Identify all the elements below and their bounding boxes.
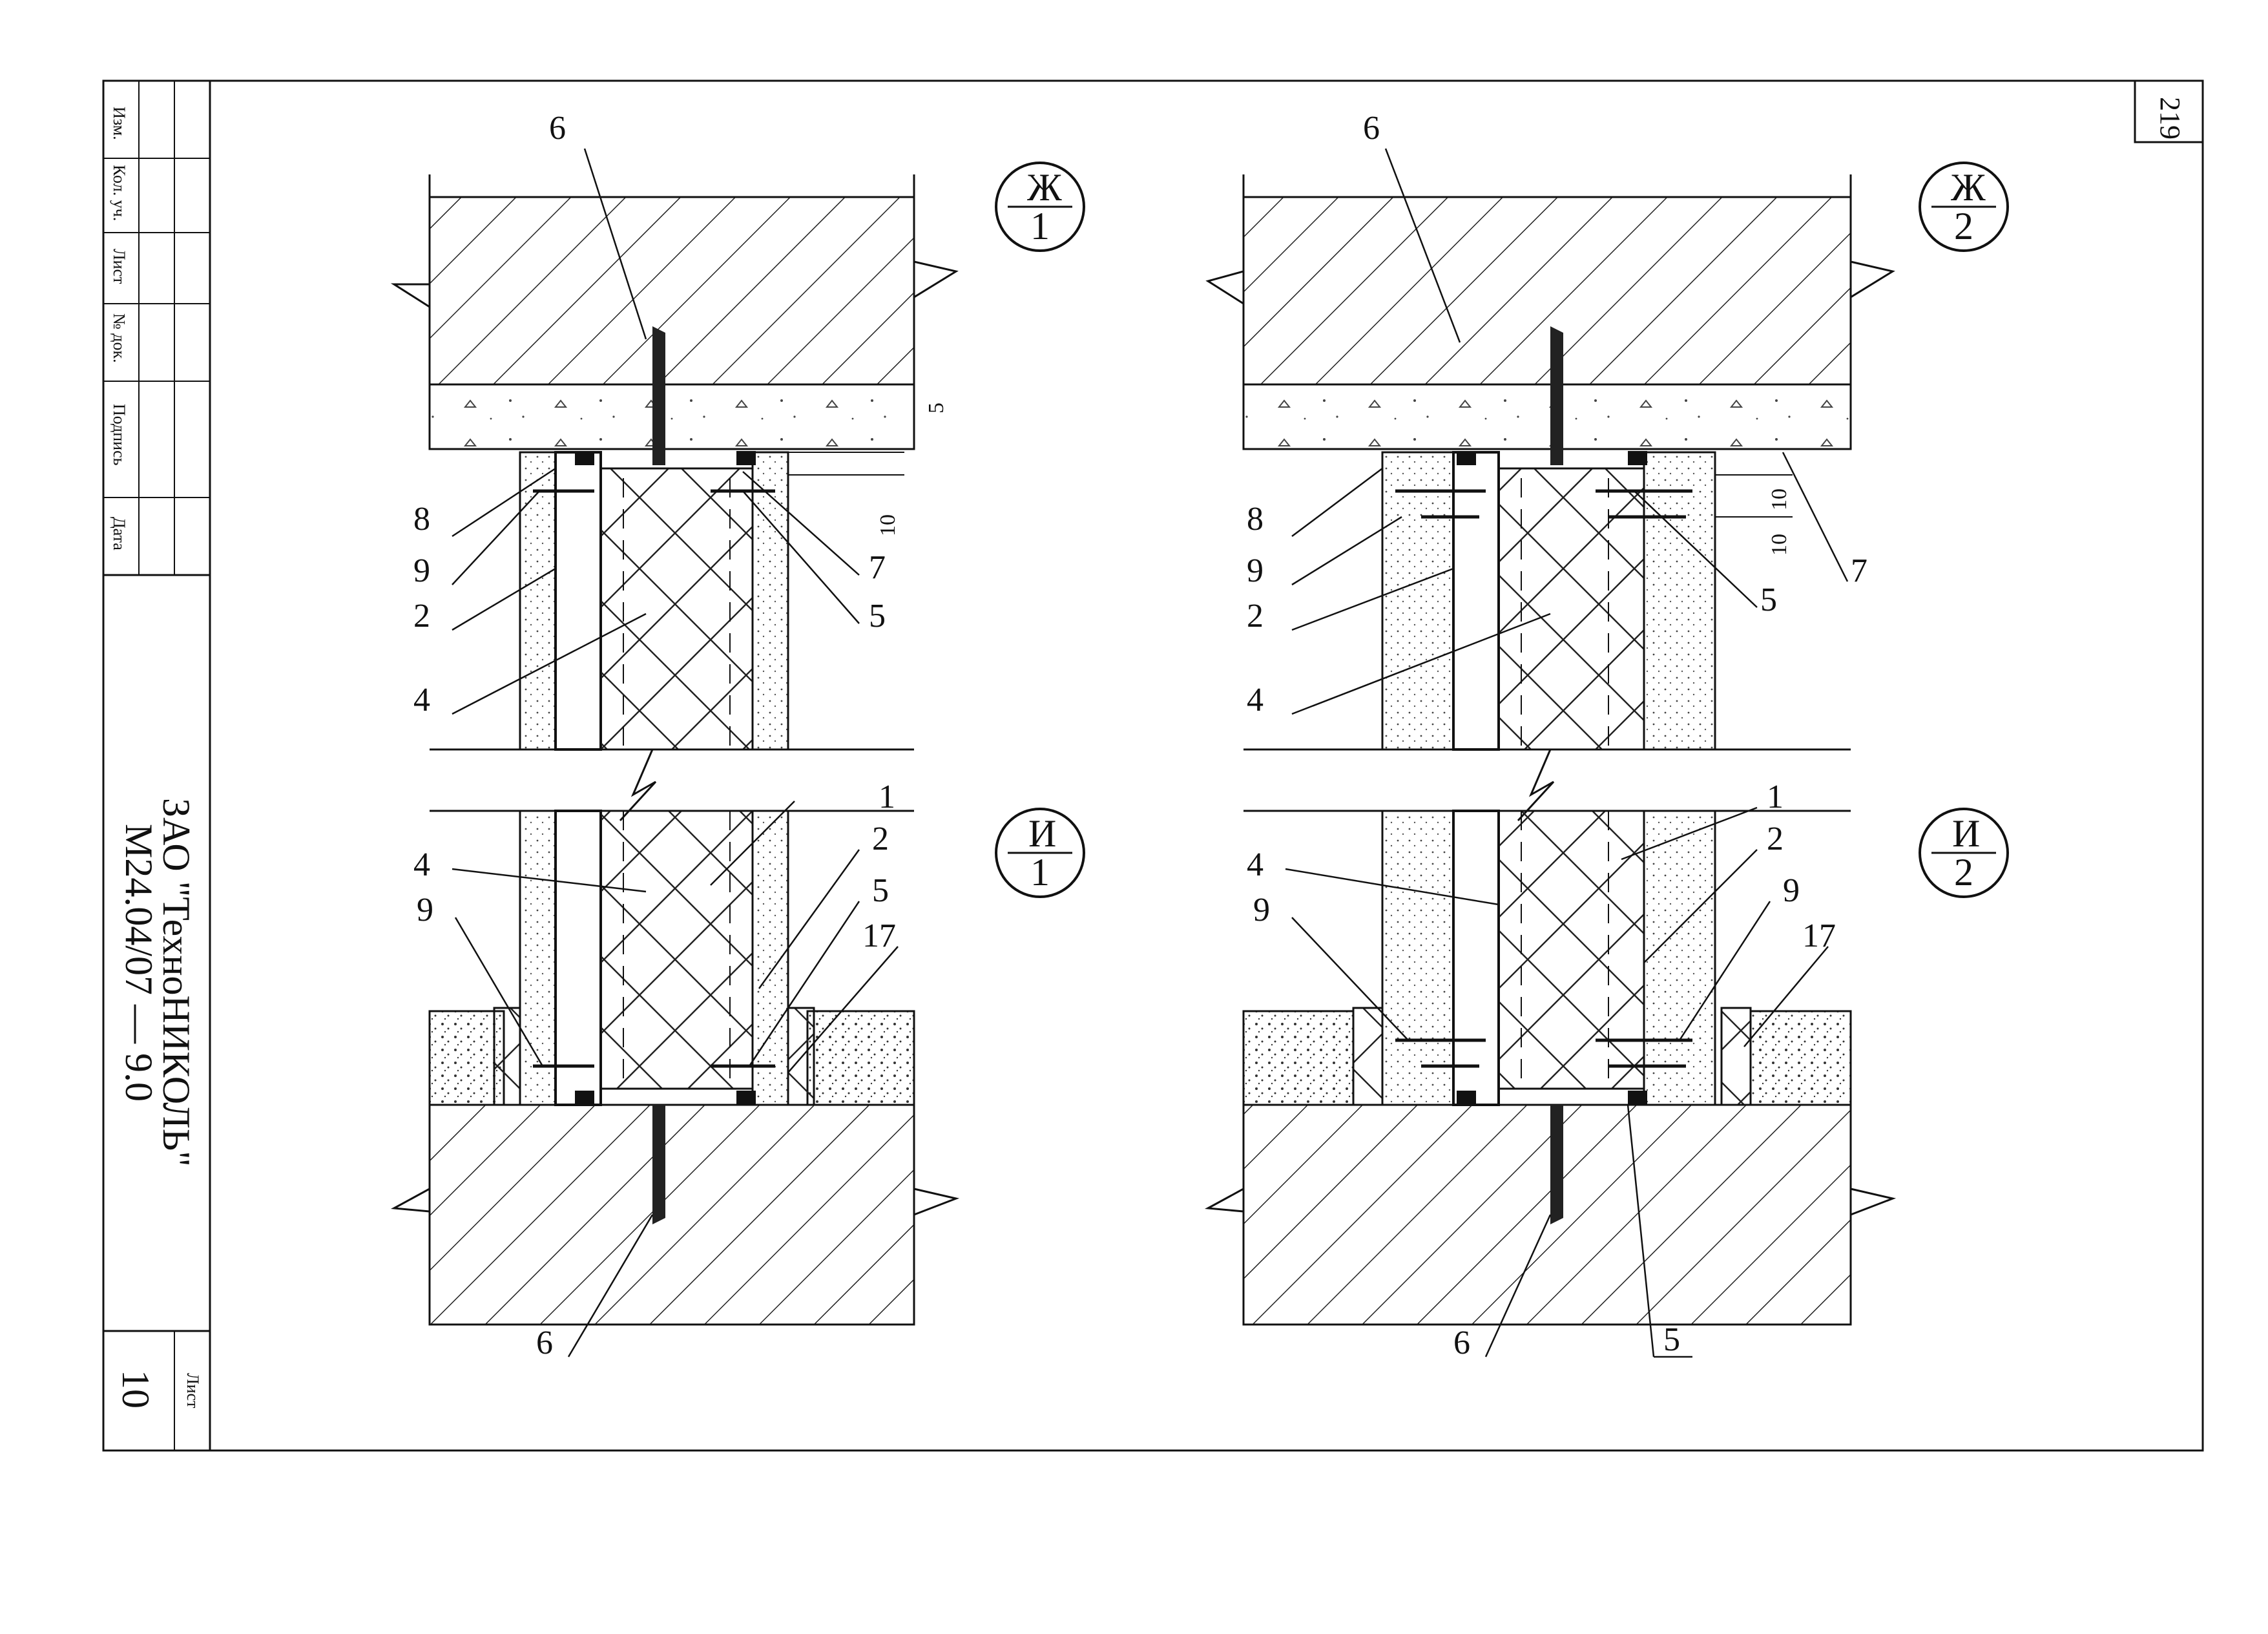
anchor-i1 bbox=[652, 1105, 665, 1224]
slab-zh1 bbox=[428, 196, 915, 386]
marker-i1: И 1 bbox=[995, 808, 1085, 898]
concrete-layer-zh2 bbox=[1242, 383, 1852, 450]
page-number-box: 219 bbox=[2134, 79, 2204, 143]
marker-i2: И 2 bbox=[1919, 808, 2009, 898]
i1-callout-1: 1 bbox=[879, 779, 895, 815]
zh2-dim-10a: 10 bbox=[1767, 488, 1791, 510]
zh1-callout-7: 7 bbox=[869, 549, 886, 586]
title-stamp: Изм. Кол. уч. Лист № док. Подпись Дата З… bbox=[103, 79, 210, 1451]
zh2-callout-5: 5 bbox=[1760, 581, 1777, 618]
i2-callout-6: 6 bbox=[1453, 1325, 1470, 1361]
stamp-col-izm: Изм. bbox=[110, 107, 129, 140]
zh1-callout-8: 8 bbox=[413, 501, 430, 538]
i2-callout-9-left: 9 bbox=[1253, 892, 1270, 928]
zh1-dim-10: 10 bbox=[876, 514, 900, 536]
slab-i2 bbox=[1242, 1104, 1852, 1326]
i2-callout-5: 5 bbox=[1663, 1321, 1680, 1358]
i2-callout-1: 1 bbox=[1767, 779, 1784, 815]
zh2-callout-4: 4 bbox=[1247, 682, 1264, 718]
board-left-i1 bbox=[519, 810, 557, 1106]
edge-tape-right-i1 bbox=[787, 1007, 815, 1106]
zh2-callout-7: 7 bbox=[1851, 552, 1867, 589]
zh2-callout-6: 6 bbox=[1363, 110, 1380, 147]
zh2-callout-8: 8 bbox=[1247, 501, 1264, 538]
edge-tape-left-i1 bbox=[493, 1007, 521, 1106]
stamp-col-date: Дата bbox=[110, 517, 129, 550]
i2-callout-2: 2 bbox=[1767, 821, 1784, 857]
stamp-company: ЗАО "ТехноНИКОЛЬ" bbox=[155, 798, 198, 1167]
profile-i1 bbox=[554, 810, 602, 1106]
i2-marker-letter: И bbox=[1952, 812, 1980, 855]
zh1-callout-2: 2 bbox=[413, 598, 430, 634]
detail-zh1: 6 8 9 2 4 7 5 5 10 Ж 1 bbox=[390, 110, 1085, 822]
slab-zh2 bbox=[1242, 196, 1852, 386]
zh1-callout-9: 9 bbox=[413, 552, 430, 589]
zh1-callout-5: 5 bbox=[869, 598, 886, 634]
zh2-dim-10b: 10 bbox=[1767, 534, 1791, 556]
i1-callout-2: 2 bbox=[872, 821, 889, 857]
i1-callout-4: 4 bbox=[413, 846, 430, 883]
profile-zh2 bbox=[1452, 451, 1500, 751]
board-left-i2 bbox=[1381, 810, 1455, 1106]
stamp-sheet-label: Лист bbox=[183, 1373, 202, 1408]
i2-callout-17: 17 bbox=[1802, 917, 1836, 954]
marker-zh1: Ж 1 bbox=[995, 162, 1085, 252]
page-number: 219 bbox=[2154, 97, 2186, 140]
slab-i1 bbox=[428, 1104, 915, 1326]
edge-tape-right-i2 bbox=[1720, 1007, 1752, 1106]
i1-callout-5: 5 bbox=[872, 872, 889, 909]
detail-zh2: 6 8 9 2 4 5 7 10 10 Ж 2 bbox=[1205, 110, 2009, 822]
zh2-marker-number: 2 bbox=[1954, 205, 1973, 247]
insulation-i2 bbox=[1497, 810, 1645, 1090]
zh2-callout-9: 9 bbox=[1247, 552, 1264, 589]
i1-callout-6: 6 bbox=[536, 1325, 553, 1361]
stamp-col-sign: Подпись bbox=[110, 404, 129, 466]
zh2-marker-letter: Ж bbox=[1951, 166, 1986, 209]
board-left-zh1 bbox=[519, 451, 557, 751]
drawing-frame bbox=[102, 79, 2204, 1452]
board-left-zh2 bbox=[1381, 451, 1455, 751]
insulation-zh1 bbox=[599, 467, 754, 751]
edge-tape-left-i2 bbox=[1352, 1007, 1384, 1106]
board-right-i2 bbox=[1643, 810, 1716, 1106]
insulation-i1 bbox=[599, 810, 754, 1090]
zh1-callout-4: 4 bbox=[413, 682, 430, 718]
i1-marker-number: 1 bbox=[1030, 851, 1050, 894]
marker-zh2: Ж 2 bbox=[1919, 162, 2009, 252]
screed-right-i1 bbox=[806, 1010, 915, 1106]
zh1-callout-6: 6 bbox=[549, 110, 566, 147]
screed-left-i2 bbox=[1242, 1010, 1355, 1106]
stamp-sheet-number: 10 bbox=[114, 1370, 157, 1409]
i2-callout-9-right: 9 bbox=[1783, 872, 1800, 909]
profile-zh1 bbox=[554, 451, 602, 751]
i2-callout-4: 4 bbox=[1247, 846, 1264, 883]
i2-marker-number: 2 bbox=[1954, 851, 1973, 894]
anchor-zh2 bbox=[1550, 326, 1563, 465]
stamp-doc-code: М24.04/07 — 9.0 bbox=[118, 824, 160, 1102]
screed-right-i2 bbox=[1749, 1010, 1852, 1106]
profile-i2 bbox=[1452, 810, 1500, 1106]
zh1-dim-5: 5 bbox=[924, 403, 948, 414]
anchor-zh1 bbox=[652, 326, 665, 465]
board-right-i1 bbox=[751, 810, 789, 1106]
zh1-marker-number: 1 bbox=[1030, 205, 1050, 247]
i1-callout-9: 9 bbox=[417, 892, 433, 928]
detail-i1: 1 4 2 9 5 17 6 И 1 bbox=[390, 779, 1085, 1361]
i1-callout-17: 17 bbox=[862, 917, 896, 954]
detail-i2: 1 4 2 9 9 17 6 5 И 2 bbox=[1204, 779, 2009, 1361]
stamp-col-kol: Кол. уч. bbox=[110, 165, 129, 221]
concrete-layer-zh1 bbox=[428, 383, 915, 450]
board-right-zh2 bbox=[1643, 451, 1716, 751]
anchor-i2 bbox=[1550, 1105, 1563, 1224]
i1-marker-letter: И bbox=[1028, 812, 1056, 855]
stamp-col-list: Лист bbox=[110, 249, 129, 284]
screed-left-i1 bbox=[428, 1010, 505, 1106]
zh1-marker-letter: Ж bbox=[1027, 166, 1062, 209]
stamp-col-doc: № док. bbox=[110, 313, 129, 363]
zh2-callout-2: 2 bbox=[1247, 598, 1264, 634]
board-right-zh1 bbox=[751, 451, 789, 751]
insulation-zh2 bbox=[1497, 467, 1645, 751]
